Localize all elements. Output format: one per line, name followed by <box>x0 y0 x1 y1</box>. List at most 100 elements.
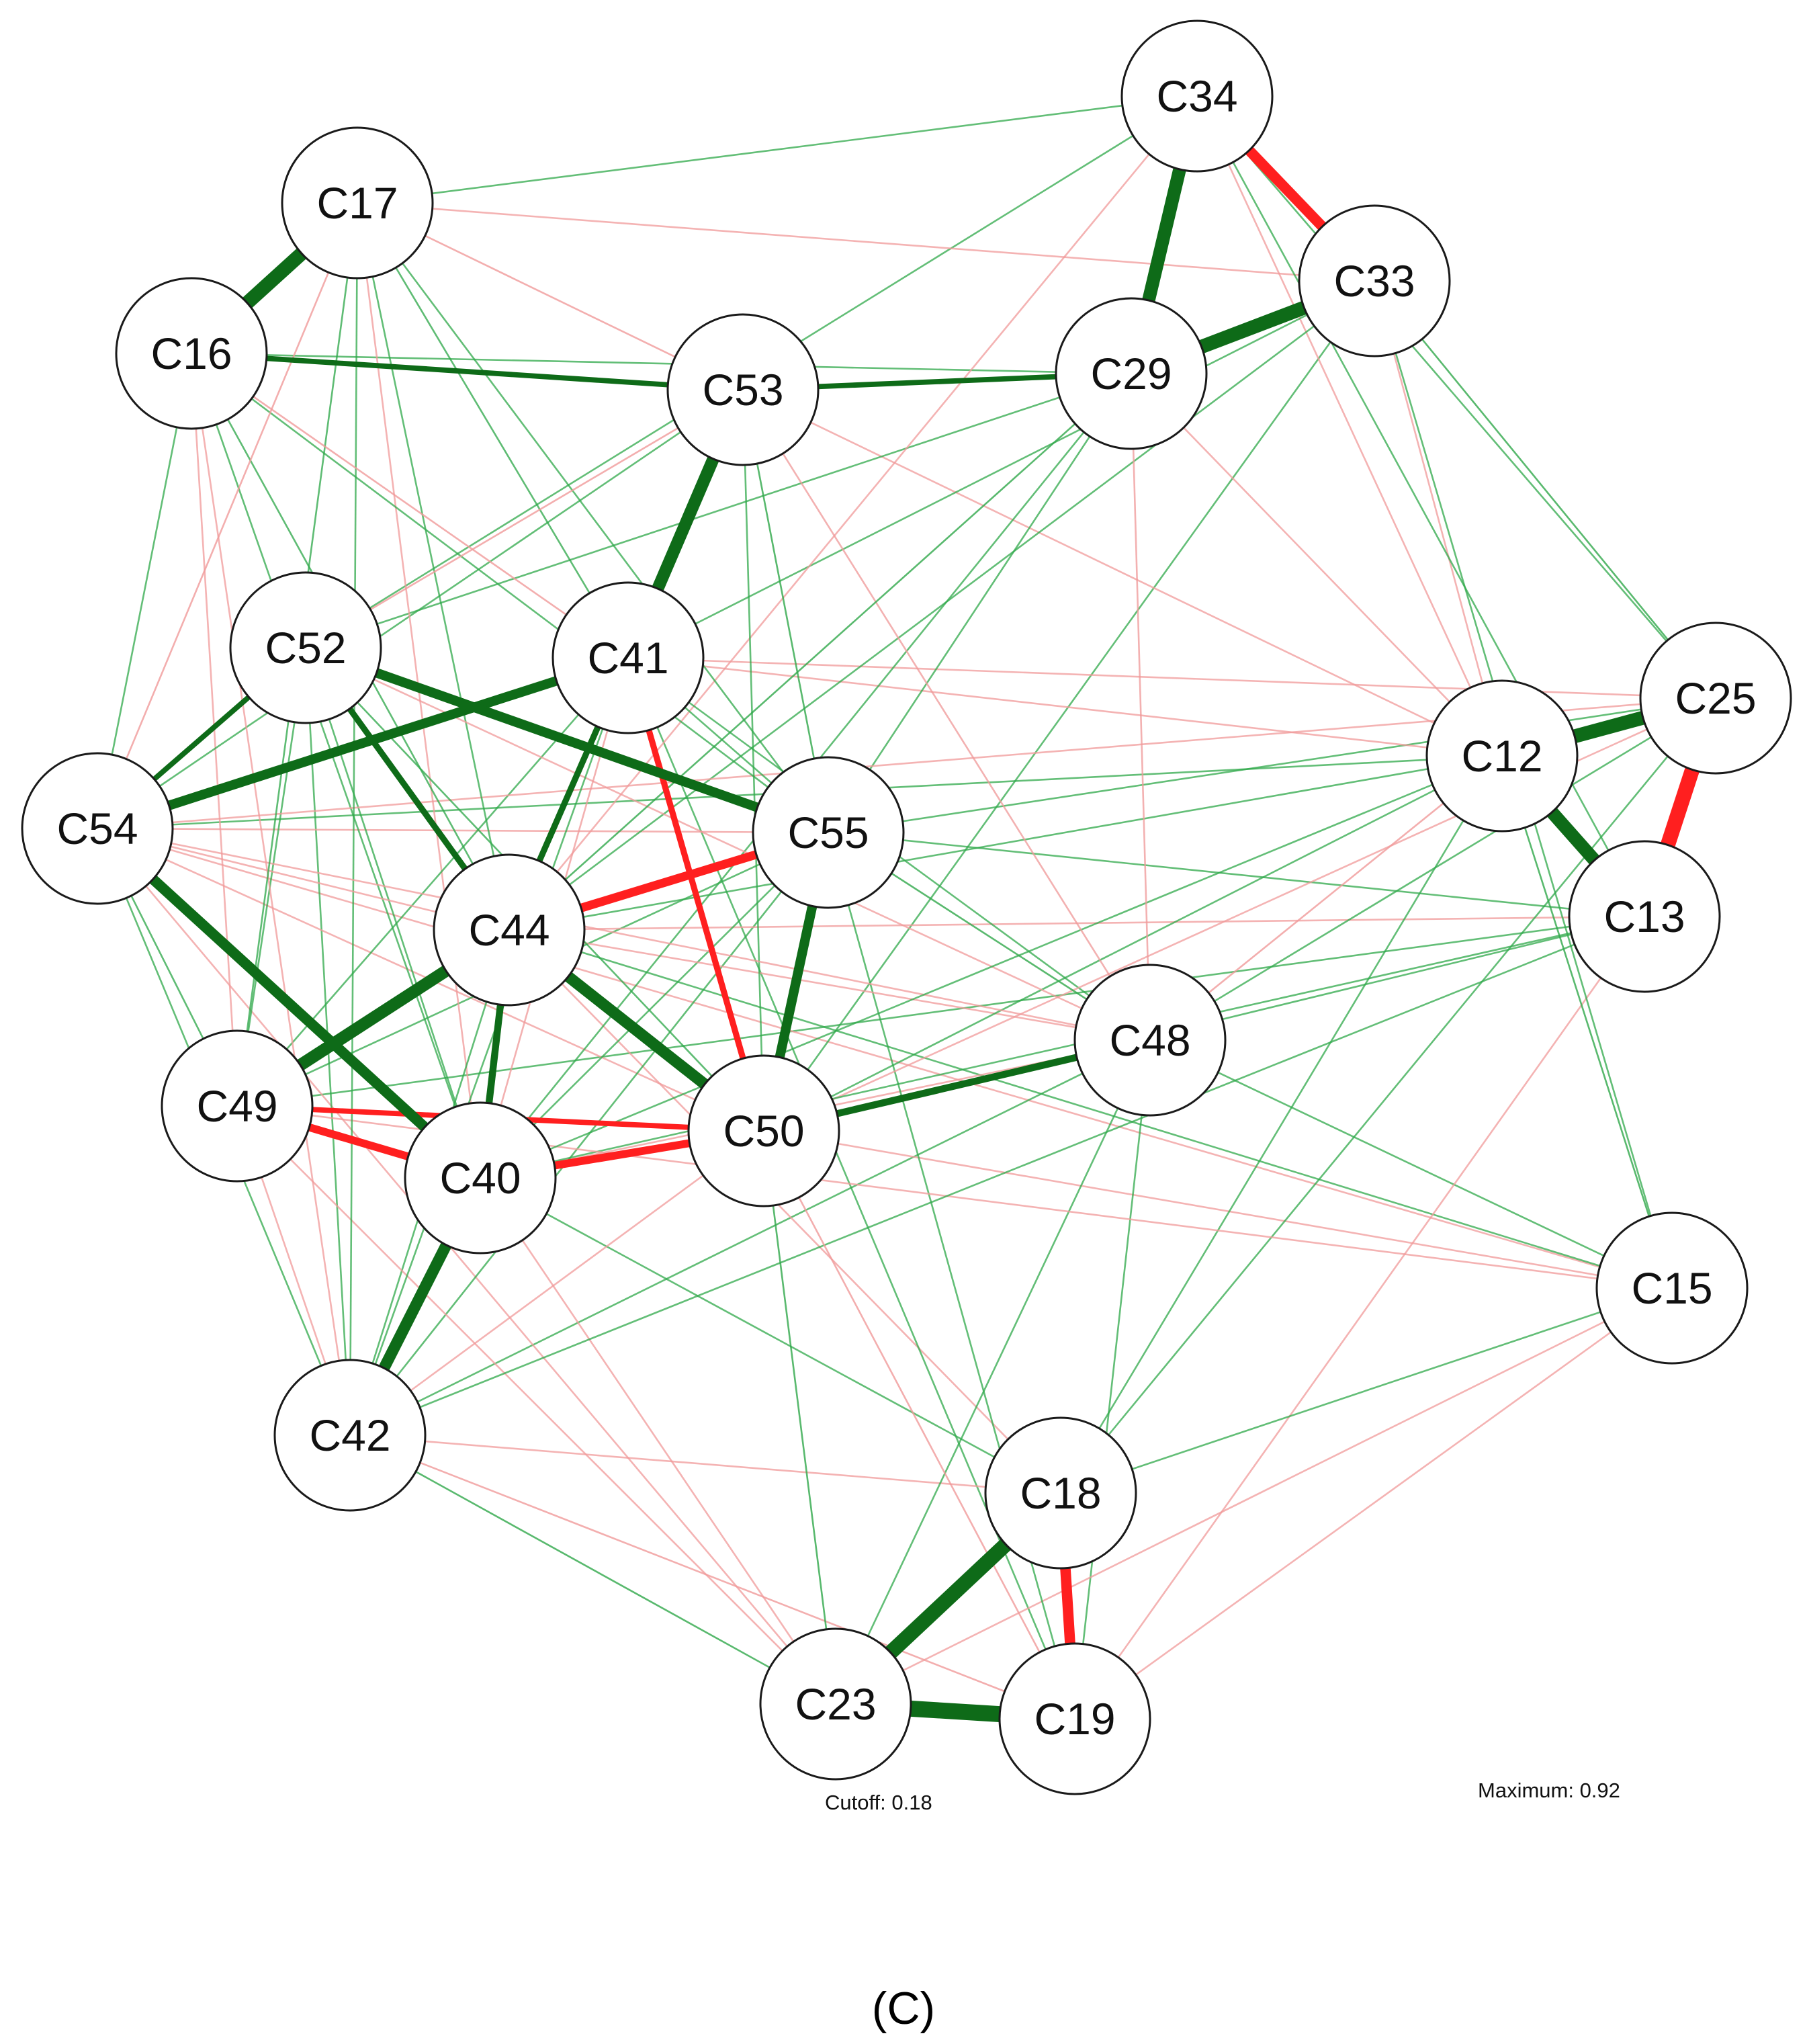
edge-c29-c52 <box>305 372 1132 649</box>
node-circle <box>552 581 705 734</box>
node-circle <box>998 1642 1151 1795</box>
node-circle <box>752 756 905 909</box>
node-label: C41 <box>587 633 668 683</box>
edge-c25-c55 <box>828 697 1716 834</box>
edge-c41-c42 <box>349 657 629 1436</box>
edge-c52-c40 <box>304 647 482 1179</box>
edge-c15-c23 <box>835 1287 1673 1705</box>
node-c54: C54 <box>21 752 174 905</box>
node-c19: C19 <box>998 1642 1151 1795</box>
node-label: C33 <box>1333 256 1415 306</box>
node-c34: C34 <box>1120 19 1274 173</box>
edge-c55-c19 <box>827 832 1076 1719</box>
edge-c16-c40 <box>190 353 482 1179</box>
edge-c34-c25 <box>1196 95 1716 699</box>
node-label: C17 <box>316 178 398 228</box>
edge-c33-c44 <box>509 280 1375 931</box>
edge-c17-c55 <box>356 202 830 833</box>
node-label: C44 <box>468 905 549 955</box>
edge-c41-c12 <box>627 656 1503 757</box>
node-label: C49 <box>196 1081 277 1131</box>
edge-c17-c44 <box>356 202 511 931</box>
edge-c41-c49 <box>236 657 629 1107</box>
node-c15: C15 <box>1595 1211 1749 1365</box>
node-label: C53 <box>702 365 783 415</box>
node-c41: C41 <box>552 581 705 734</box>
node-circle <box>759 1627 912 1781</box>
edge-c15-c54 <box>97 827 1673 1289</box>
edge-c54-c40 <box>93 824 484 1182</box>
edge-c25-c48 <box>1149 697 1716 1041</box>
node-circle <box>229 571 382 724</box>
edge-c54-c48 <box>97 827 1151 1041</box>
edge-c34-c44 <box>508 95 1198 931</box>
edge-c42-c19 <box>349 1434 1075 1720</box>
edge-c48-c15 <box>1149 1039 1673 1289</box>
edge-c33-c41 <box>627 280 1375 659</box>
node-label: C16 <box>150 329 232 378</box>
edge-c29-c55 <box>827 373 1133 833</box>
node-label: C54 <box>56 804 138 853</box>
edge-c13-c40 <box>480 915 1645 1179</box>
edge-c16-c42 <box>190 353 351 1436</box>
node-c49: C49 <box>161 1029 314 1183</box>
edge-c12-c18 <box>1059 755 1503 1494</box>
node-c44: C44 <box>433 853 586 1007</box>
edge-c42-c18 <box>349 1434 1061 1494</box>
edge-c23-c54 <box>97 828 836 1705</box>
node-label: C34 <box>1156 71 1237 121</box>
node-circle <box>273 1359 427 1512</box>
node-label: C25 <box>1675 673 1756 723</box>
node-c33: C33 <box>1298 204 1451 357</box>
edge-c12-c15 <box>1501 755 1673 1289</box>
node-label: C40 <box>439 1153 521 1203</box>
node-c23: C23 <box>759 1627 912 1781</box>
node-circle <box>161 1029 314 1183</box>
edge-c44-c48 <box>509 929 1151 1041</box>
edge-c48-c19 <box>1073 1039 1151 1719</box>
node-c29: C29 <box>1055 297 1208 450</box>
edge-c17-c33 <box>357 202 1375 282</box>
node-circle <box>281 126 434 280</box>
node-label: C42 <box>309 1410 390 1460</box>
node-c25: C25 <box>1639 622 1792 775</box>
node-label: C19 <box>1034 1694 1115 1744</box>
node-label: C13 <box>1603 892 1685 941</box>
edge-c34-c12 <box>1196 95 1503 757</box>
node-circle <box>1055 297 1208 450</box>
edge-c33-c12 <box>1373 280 1503 757</box>
node-label: C23 <box>795 1679 876 1729</box>
edge-c52-c55 <box>304 643 830 837</box>
edge-c13-c42 <box>349 915 1645 1437</box>
node-circle <box>1595 1211 1749 1365</box>
edge-c34-c13 <box>1196 95 1646 917</box>
edge-c16-c29 <box>191 352 1132 375</box>
edge-c50-c19 <box>762 1130 1076 1719</box>
node-circle <box>1298 204 1451 357</box>
edge-c54-c41 <box>95 653 630 833</box>
edge-c48-c42 <box>349 1039 1151 1437</box>
edge-c50-c23 <box>762 1130 837 1705</box>
edge-c53-c50 <box>742 389 765 1132</box>
node-c48: C48 <box>1073 964 1227 1117</box>
edge-c34-c17 <box>357 95 1198 204</box>
node-c52: C52 <box>229 571 382 724</box>
node-label: C48 <box>1109 1015 1190 1065</box>
node-c13: C13 <box>1568 840 1721 993</box>
edge-c29-c48 <box>1130 373 1151 1041</box>
node-c53: C53 <box>666 313 820 466</box>
node-label: C15 <box>1631 1263 1712 1313</box>
edge-c50-c15 <box>763 1130 1673 1289</box>
cutoff-label: Cutoff: 0.18 <box>825 1791 932 1814</box>
edge-c29-c12 <box>1131 373 1503 757</box>
node-label: C12 <box>1461 731 1542 781</box>
edge-c16-c55 <box>191 352 829 834</box>
edge-c40-c23 <box>479 1177 837 1705</box>
node-circle <box>1568 840 1721 993</box>
node-circle <box>1425 679 1579 833</box>
node-circle <box>404 1101 557 1254</box>
edge-c33-c50 <box>762 280 1376 1132</box>
edge-c16-c41 <box>191 352 629 659</box>
edge-c41-c50 <box>625 656 767 1132</box>
